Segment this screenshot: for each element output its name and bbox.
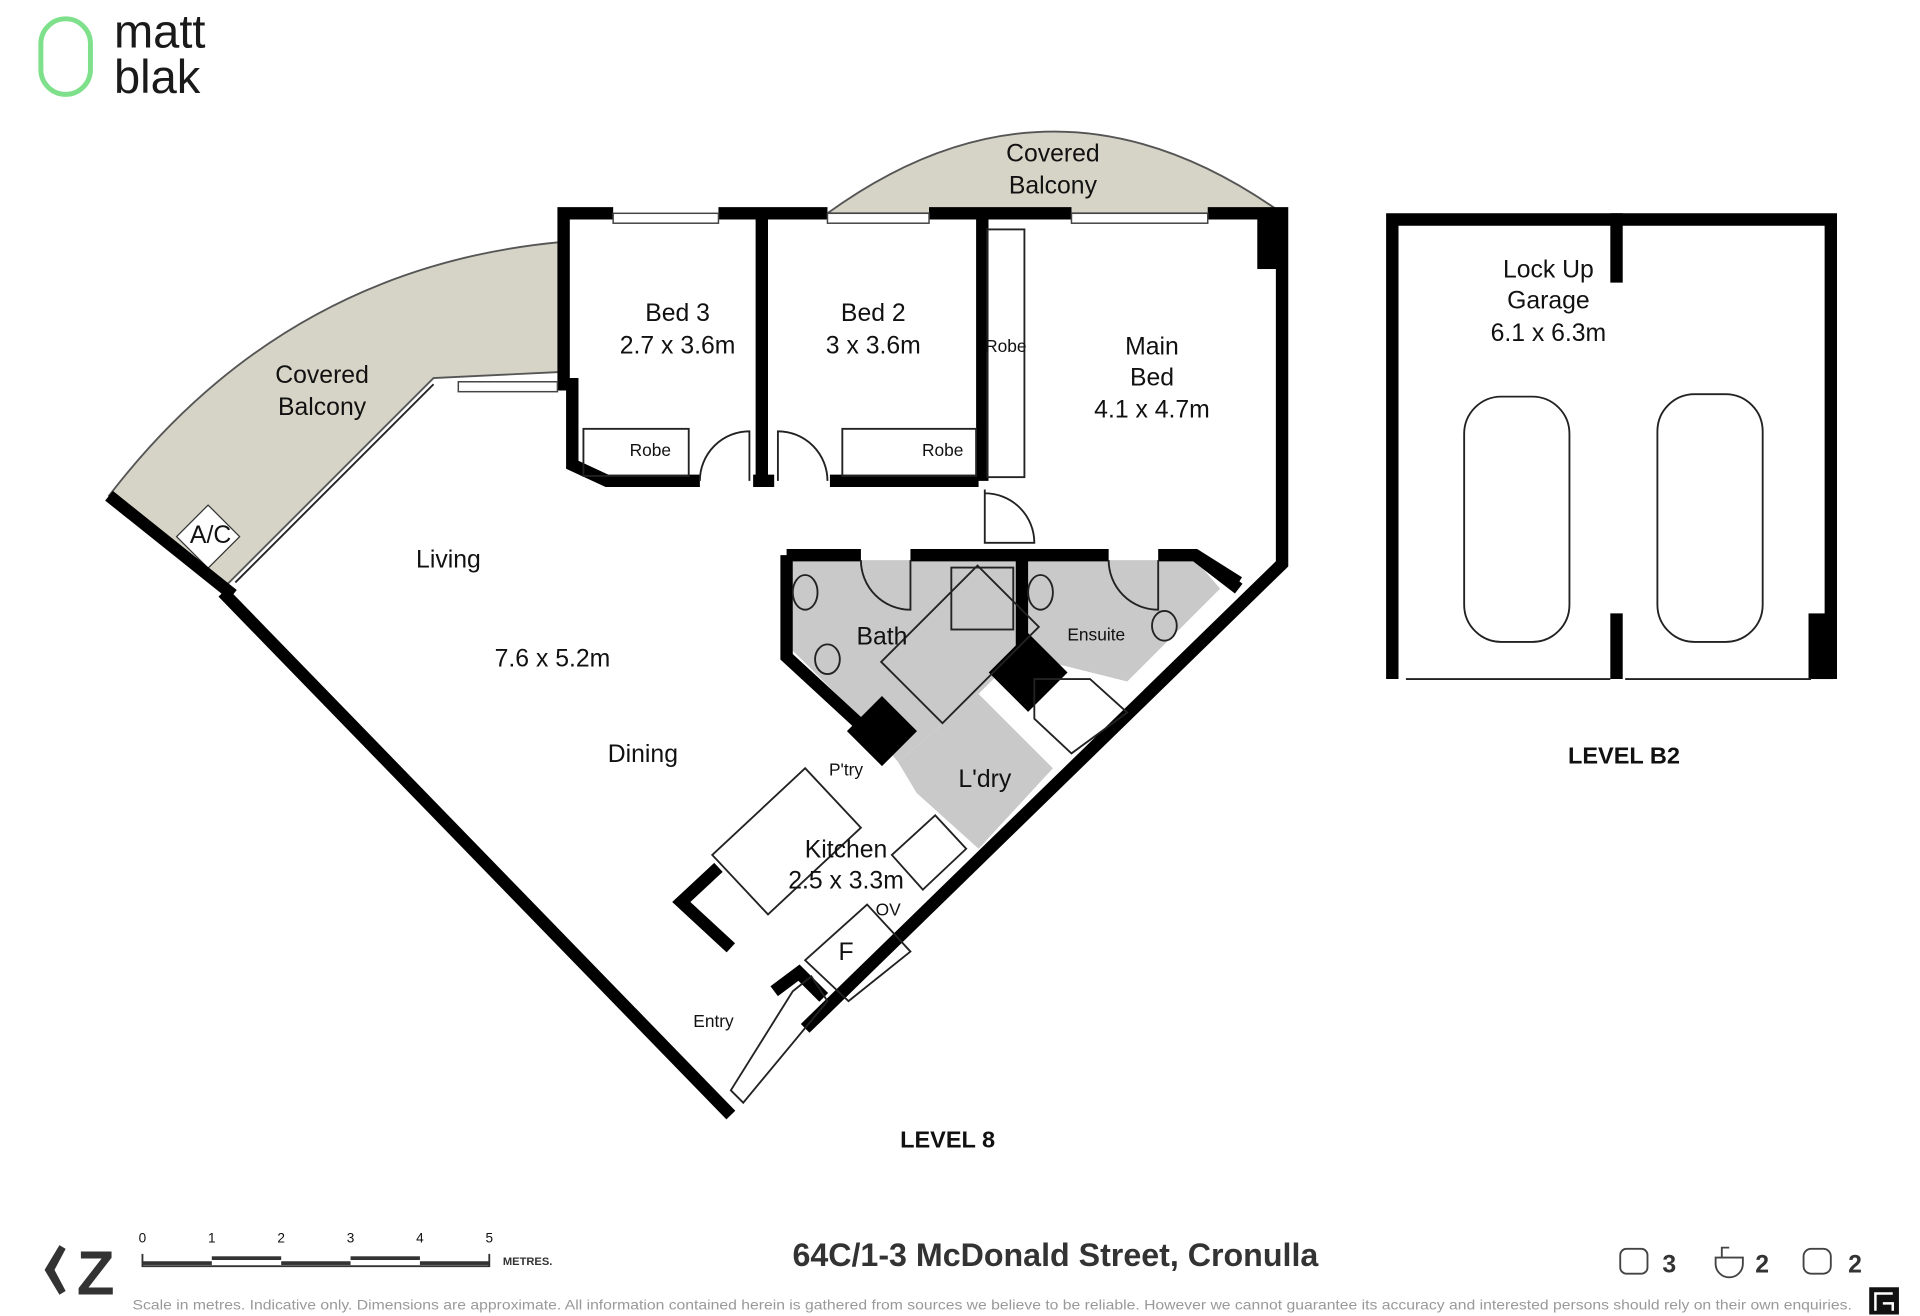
car-feature-icon (1802, 1247, 1832, 1275)
garage (1386, 213, 1838, 680)
feature-icons: 3 2 2 (1619, 1246, 1862, 1279)
laundry-floor (898, 693, 1053, 849)
shower-bath (950, 566, 1015, 631)
entry-label: Entry (693, 1011, 734, 1031)
window (1070, 212, 1209, 224)
cars-count: 2 (1848, 1251, 1862, 1278)
logo-text-1: matt (114, 4, 206, 57)
bathtub (879, 564, 1041, 725)
level-8-label: LEVEL 8 (900, 1126, 995, 1152)
garage-label: Lock Up (1503, 257, 1594, 284)
brand-mark-icon (1869, 1287, 1899, 1315)
scale-tick: 5 (486, 1231, 494, 1246)
robe-bed2 (841, 427, 978, 477)
garage-dims: 6.1 x 6.3m (1491, 320, 1607, 347)
ensuite-label: Ensuite (1067, 625, 1125, 645)
toilet (1027, 574, 1054, 611)
basin (814, 643, 841, 676)
car-icon (1463, 395, 1571, 643)
main-bed-label: Bed (1130, 364, 1174, 391)
entry-door (729, 974, 829, 1105)
living-label: Living (416, 547, 481, 574)
scale-tick: 1 (208, 1231, 216, 1246)
robe-label: Robe (985, 336, 1026, 356)
laundry-label: L'dry (958, 766, 1012, 793)
basin (1151, 610, 1178, 642)
bed3-label: Bed 3 (645, 300, 710, 327)
level-b2-label: LEVEL B2 (1568, 742, 1680, 768)
car-icon (1656, 393, 1764, 643)
bath-icon (1714, 1246, 1744, 1279)
shower-ensuite (1033, 678, 1129, 755)
balcony-label: Covered (275, 362, 369, 389)
fridge-label: F (838, 939, 853, 966)
oven-label: OV (876, 900, 901, 920)
robe-main (986, 228, 1026, 479)
robe-label: Robe (922, 440, 963, 460)
bed3-dims: 2.7 x 3.6m (620, 332, 736, 359)
door-swing (776, 430, 829, 481)
dining-label: Dining (608, 741, 678, 768)
cooktop (890, 814, 968, 891)
door-swing (983, 489, 1036, 544)
scale-tick: 2 (277, 1231, 285, 1246)
north-arrow-icon: Z (44, 1240, 115, 1309)
scale-tick: 3 (347, 1231, 355, 1246)
garage-label: Garage (1507, 288, 1590, 315)
main-bed-dims: 4.1 x 4.7m (1094, 397, 1210, 424)
kitchen-bench (710, 766, 863, 916)
ensuite-floor (1028, 560, 1221, 682)
logo: matt blak (38, 4, 206, 103)
balcony-label: Balcony (1009, 172, 1098, 199)
scale-bar: 0 1 2 3 4 5 METRES. (139, 1231, 553, 1268)
logo-mark (38, 16, 93, 97)
sliding-door (234, 383, 435, 584)
covered-balcony-top (824, 130, 1285, 215)
scale-tick: 0 (139, 1231, 147, 1246)
ac-label: A/C (190, 522, 231, 549)
fridge-space (803, 903, 912, 1003)
door-swing (698, 430, 751, 481)
beds-count: 3 (1662, 1251, 1676, 1278)
north-z: Z (77, 1240, 115, 1309)
balcony-label: Covered (1006, 140, 1100, 167)
door-swing (1107, 560, 1160, 611)
pantry-label: P'try (829, 760, 863, 780)
window (826, 212, 930, 224)
kitchen-dims: 2.5 x 3.3m (788, 867, 904, 894)
bed2-dims: 3 x 3.6m (826, 332, 921, 359)
bed-icon (1619, 1247, 1649, 1275)
robe-label: Robe (630, 440, 671, 460)
scale-unit: METRES. (503, 1256, 552, 1268)
balcony-label: Balcony (278, 394, 367, 421)
door-swing (859, 560, 912, 611)
ac-unit (175, 504, 241, 570)
toilet (791, 574, 819, 611)
living-dims: 7.6 x 5.2m (495, 646, 611, 673)
robe-bed3 (582, 427, 690, 477)
bath-label: Bath (856, 623, 907, 650)
logo-text-2: blak (114, 50, 201, 103)
window (612, 212, 720, 224)
scale-tick: 4 (416, 1231, 424, 1246)
window (457, 381, 559, 393)
baths-count: 2 (1755, 1251, 1769, 1278)
bath-floor (792, 560, 1016, 763)
address: 64C/1-3 McDonald Street, Cronulla (792, 1237, 1319, 1273)
kitchen-label: Kitchen (805, 836, 888, 863)
bed2-label: Bed 2 (841, 300, 906, 327)
main-bed-label: Main (1125, 334, 1179, 361)
disclaimer: Scale in metres. Indicative only. Dimens… (133, 1298, 1852, 1314)
